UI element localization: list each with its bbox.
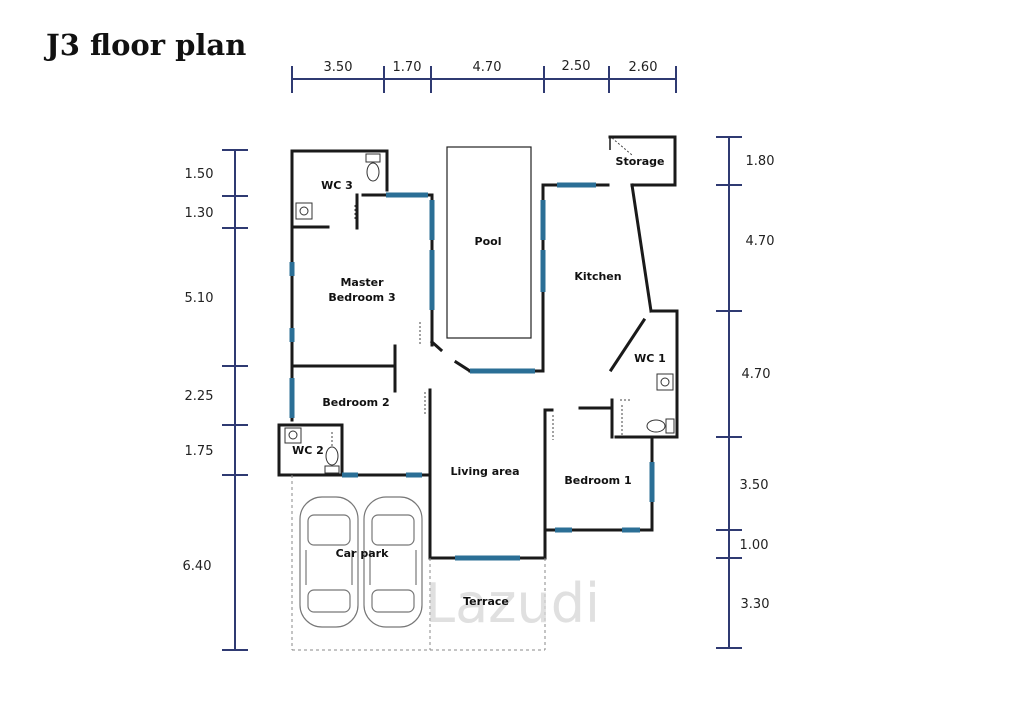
dim-top-3: 4.70 xyxy=(473,60,502,75)
top-dimension-line xyxy=(291,66,677,93)
room-label-master-line2: Bedroom 3 xyxy=(328,291,395,304)
right-dimension-line xyxy=(716,136,742,649)
room-label-wc1: WC 1 xyxy=(634,352,666,365)
car-icon xyxy=(299,496,359,628)
dim-right-2: 4.70 xyxy=(746,234,775,249)
walls xyxy=(277,135,679,560)
dim-left-3: 5.10 xyxy=(185,291,214,306)
room-label-pool: Pool xyxy=(475,235,502,248)
dim-left-4: 2.25 xyxy=(185,389,214,404)
dim-right-3: 4.70 xyxy=(742,367,771,382)
dim-left-2: 1.30 xyxy=(185,206,214,221)
watermark: Lazudi xyxy=(425,572,600,635)
toilet-icon xyxy=(646,418,675,434)
room-label-carpark: Car park xyxy=(336,547,389,560)
car-icon xyxy=(363,496,423,628)
storage-door-swing xyxy=(611,137,633,156)
room-label-living: Living area xyxy=(451,465,520,478)
room-label-bedroom2: Bedroom 2 xyxy=(322,396,389,409)
dim-right-6: 3.30 xyxy=(741,597,770,612)
dim-left-5: 1.75 xyxy=(185,444,214,459)
dim-right-4: 3.50 xyxy=(740,478,769,493)
dim-top-4: 2.50 xyxy=(562,59,591,74)
outdoor-outline xyxy=(291,475,546,651)
sink-icon xyxy=(656,373,674,391)
room-label-wc2: WC 2 xyxy=(292,444,324,457)
dim-left-6: 6.40 xyxy=(183,559,212,574)
room-label-master-line1: Master xyxy=(340,276,384,289)
room-label-wc3: WC 3 xyxy=(321,179,353,192)
toilet-icon xyxy=(365,153,381,182)
dim-left-1: 1.50 xyxy=(185,167,214,182)
dim-right-5: 1.00 xyxy=(740,538,769,553)
door-swings xyxy=(331,205,632,455)
sink-icon xyxy=(284,427,302,444)
sink-icon xyxy=(295,202,313,220)
dim-top-2: 1.70 xyxy=(393,60,422,75)
room-label-terrace: Terrace xyxy=(463,595,509,608)
dim-right-1: 1.80 xyxy=(746,154,775,169)
toilet-icon xyxy=(324,446,340,474)
dim-top-1: 3.50 xyxy=(324,60,353,75)
room-label-bedroom1: Bedroom 1 xyxy=(564,474,631,487)
dim-top-5: 2.60 xyxy=(629,60,658,75)
pool-basin xyxy=(446,146,532,339)
left-dimension-line xyxy=(222,149,248,651)
room-label-storage: Storage xyxy=(616,155,665,168)
plan-title: J3 floor plan xyxy=(46,28,247,62)
windows xyxy=(289,182,655,561)
room-label-kitchen: Kitchen xyxy=(574,270,621,283)
